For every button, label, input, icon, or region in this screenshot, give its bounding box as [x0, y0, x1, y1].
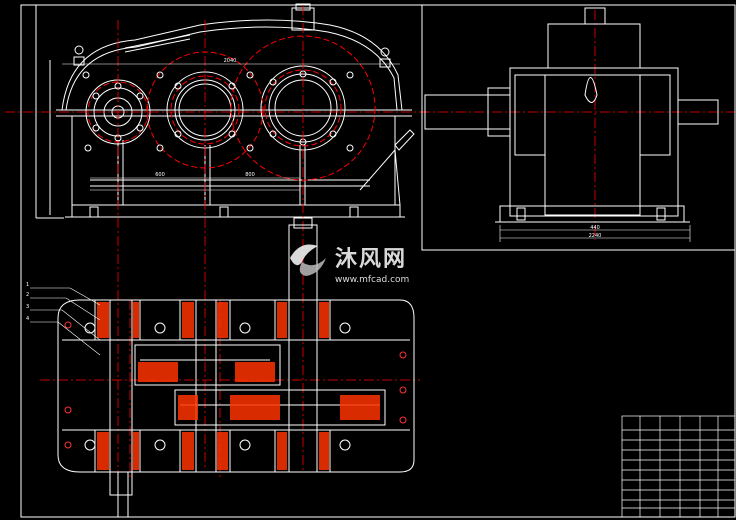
section-hatch — [97, 302, 380, 470]
dim-front-b: 800 — [245, 172, 255, 178]
dim-side-b: 2240 — [589, 233, 602, 239]
callout-leaders — [30, 287, 101, 356]
mfcad-logo — [290, 244, 326, 276]
dim-front-top: 2040 — [224, 58, 237, 64]
front-dimensions — [62, 63, 400, 191]
side-view — [421, 4, 736, 251]
front-view — [35, 3, 415, 219]
drawing-border — [20, 4, 736, 518]
plan-bolts — [64, 321, 407, 451]
callout-2: 2 — [26, 292, 29, 298]
title-block — [621, 415, 736, 518]
watermark-text: 沐风网 — [335, 247, 407, 272]
side-dimensions — [499, 225, 691, 242]
callout-3: 3 — [26, 304, 29, 310]
callout-1: 1 — [26, 282, 29, 288]
callout-4: 4 — [26, 316, 29, 322]
dim-side-a: 440 — [590, 225, 600, 231]
dim-front-a: 600 — [155, 172, 165, 178]
watermark: 沐风网 www.mfcad.com — [290, 244, 409, 285]
watermark-url: www.mfcad.com — [335, 275, 409, 285]
